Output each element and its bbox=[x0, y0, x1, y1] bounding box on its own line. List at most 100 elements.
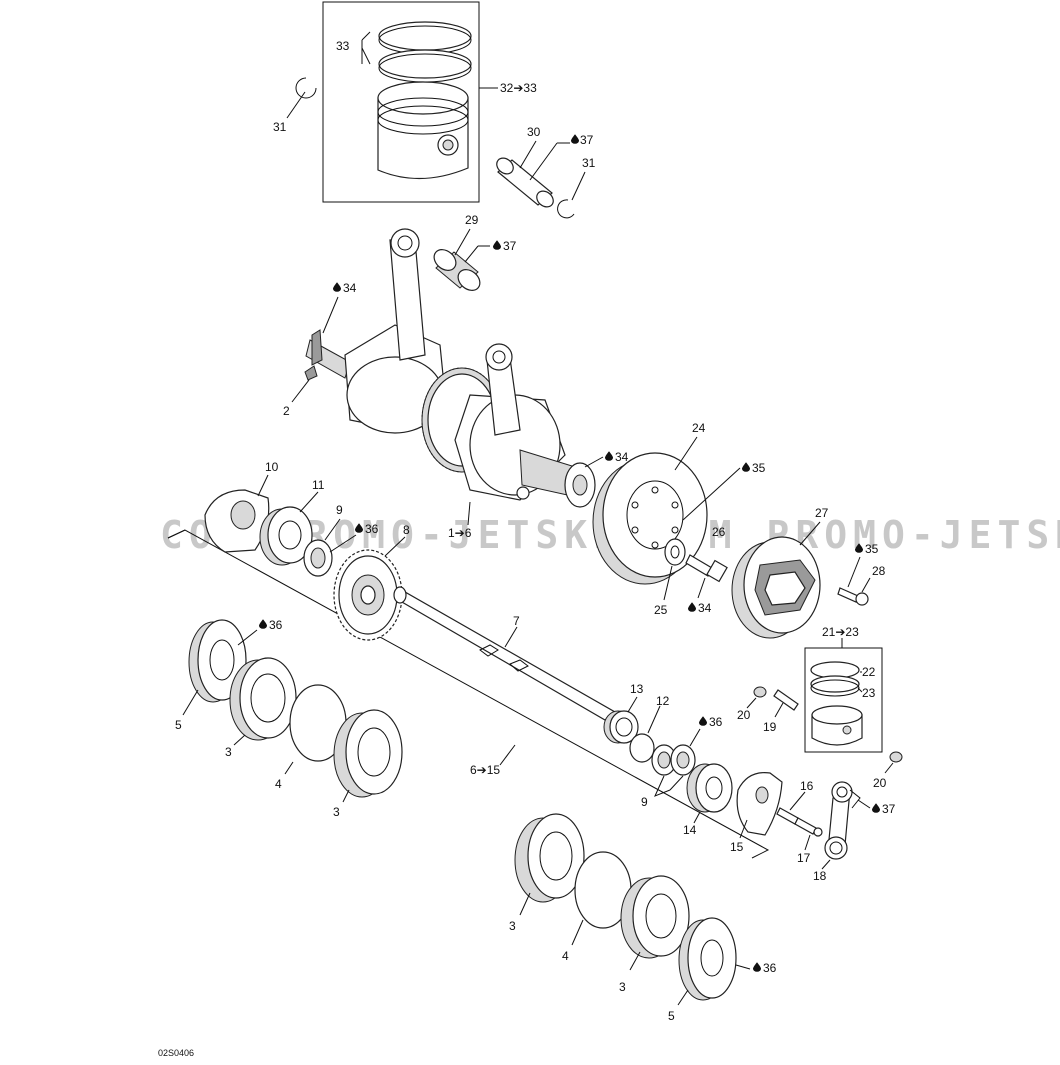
callout-6-15: 6➔15 bbox=[470, 763, 500, 777]
balance-shaft bbox=[393, 586, 617, 721]
balance-pin bbox=[773, 689, 799, 711]
piston bbox=[377, 81, 469, 180]
ball-bearing-small bbox=[259, 506, 313, 566]
oil-drop-icon bbox=[259, 619, 267, 629]
callout-5-left: 5 bbox=[175, 718, 182, 732]
callout-33: 33 bbox=[336, 39, 350, 53]
callout-21-23: 21➔23 bbox=[822, 625, 859, 639]
lube-35-screw: 35 bbox=[865, 542, 879, 556]
callout-1-6: 1➔6 bbox=[448, 526, 472, 540]
callout-10: 10 bbox=[265, 460, 279, 474]
callout-20-lower: 20 bbox=[873, 776, 887, 790]
callout-23: 23 bbox=[862, 686, 876, 700]
coupler-screw bbox=[837, 587, 869, 606]
balance-gear bbox=[333, 549, 403, 641]
callout-31-left: 31 bbox=[273, 120, 287, 134]
callout-29: 29 bbox=[465, 213, 479, 227]
flywheel-bolt bbox=[685, 554, 728, 583]
oil-drop-icon bbox=[688, 602, 696, 612]
callout-13: 13 bbox=[630, 682, 644, 696]
lube-36-left-seal: 36 bbox=[269, 618, 283, 632]
callout-3-left-2: 3 bbox=[333, 805, 340, 819]
ball-bearing-left-2 bbox=[333, 709, 403, 798]
lube-37-rod: 37 bbox=[882, 802, 896, 816]
balance-piston bbox=[811, 705, 863, 746]
callout-5-bottom: 5 bbox=[668, 1009, 675, 1023]
piston-pin bbox=[496, 157, 554, 208]
ball-bearing-bottom-2 bbox=[620, 875, 690, 959]
callout-31-right: 31 bbox=[582, 156, 596, 170]
washer bbox=[664, 538, 686, 566]
crankshaft bbox=[305, 228, 596, 508]
callout-7: 7 bbox=[513, 614, 520, 628]
callout-19: 19 bbox=[763, 720, 777, 734]
cap-lower bbox=[889, 751, 903, 763]
oil-drop-icon bbox=[742, 462, 750, 472]
lube-34-crank: 34 bbox=[343, 281, 357, 295]
ball-bearing-shaft-end bbox=[686, 763, 733, 813]
oil-drop-icon bbox=[333, 282, 341, 292]
lube-36-seals: 36 bbox=[709, 715, 723, 729]
ball-bearing-bottom-1 bbox=[514, 813, 585, 903]
oil-seal-left bbox=[188, 619, 247, 703]
callout-28: 28 bbox=[872, 564, 886, 578]
balance-piston-kit-box bbox=[804, 647, 883, 753]
balance-piston-rings bbox=[810, 661, 860, 697]
callout-12: 12 bbox=[656, 694, 670, 708]
callout-2: 2 bbox=[283, 404, 290, 418]
callout-17: 17 bbox=[797, 851, 811, 865]
piston-rings bbox=[378, 21, 472, 83]
oil-drop-icon bbox=[605, 451, 613, 461]
oil-drop-icon bbox=[872, 803, 880, 813]
callout-8: 8 bbox=[403, 523, 410, 537]
callout-14: 14 bbox=[683, 823, 697, 837]
callout-4-bottom: 4 bbox=[562, 949, 569, 963]
oil-drop-icon bbox=[699, 716, 707, 726]
lube-37-pin: 37 bbox=[580, 133, 594, 147]
balance-connecting-rod bbox=[824, 781, 861, 860]
woodruff-key bbox=[304, 365, 318, 381]
lube-36-seal: 36 bbox=[365, 522, 379, 536]
callout-15: 15 bbox=[730, 840, 744, 854]
callout-26: 26 bbox=[712, 525, 726, 539]
oil-seal-pair bbox=[651, 744, 696, 776]
lube-35-flywheel: 35 bbox=[752, 461, 766, 475]
oil-seal-upper bbox=[303, 539, 333, 577]
callout-16: 16 bbox=[800, 779, 814, 793]
callout-22: 22 bbox=[862, 665, 876, 679]
callout-27: 27 bbox=[815, 506, 829, 520]
callout-11: 11 bbox=[312, 478, 325, 492]
lube-36-bottom-seal: 36 bbox=[763, 961, 777, 975]
callout-24: 24 bbox=[692, 421, 706, 435]
callout-9-upper: 9 bbox=[336, 503, 343, 517]
callout-3-bottom-1: 3 bbox=[509, 919, 516, 933]
callout-3-left-1: 3 bbox=[225, 745, 232, 759]
callout-30: 30 bbox=[527, 125, 541, 139]
dowel-pin bbox=[776, 807, 799, 825]
retaining-ring bbox=[629, 733, 655, 763]
lube-34-output: 34 bbox=[615, 450, 629, 464]
circlip-right bbox=[557, 199, 575, 219]
callout-18: 18 bbox=[813, 869, 827, 883]
callout-4-left: 4 bbox=[275, 777, 282, 791]
piston-kit-box bbox=[322, 1, 480, 203]
callout-25: 25 bbox=[654, 603, 668, 617]
counterweight-left bbox=[204, 489, 270, 553]
lube-37-bearing: 37 bbox=[503, 239, 517, 253]
callout-20-upper: 20 bbox=[737, 708, 751, 722]
counterweight-right bbox=[736, 772, 783, 836]
callout-9-lower: 9 bbox=[641, 795, 648, 809]
rod-screw bbox=[794, 817, 823, 837]
ball-bearing-left-1 bbox=[229, 657, 297, 741]
figure-code: 02S0406 bbox=[158, 1048, 194, 1058]
callout-32-33: 32➔33 bbox=[500, 81, 537, 95]
cap-upper bbox=[753, 686, 767, 698]
oil-drop-icon bbox=[571, 134, 579, 144]
drive-coupler bbox=[731, 536, 821, 639]
needle-bearing-small-end bbox=[433, 249, 481, 291]
oil-drop-icon bbox=[493, 240, 501, 250]
callout-3-bottom-2: 3 bbox=[619, 980, 626, 994]
oil-seal-bottom bbox=[678, 917, 737, 1001]
oil-drop-icon bbox=[753, 962, 761, 972]
